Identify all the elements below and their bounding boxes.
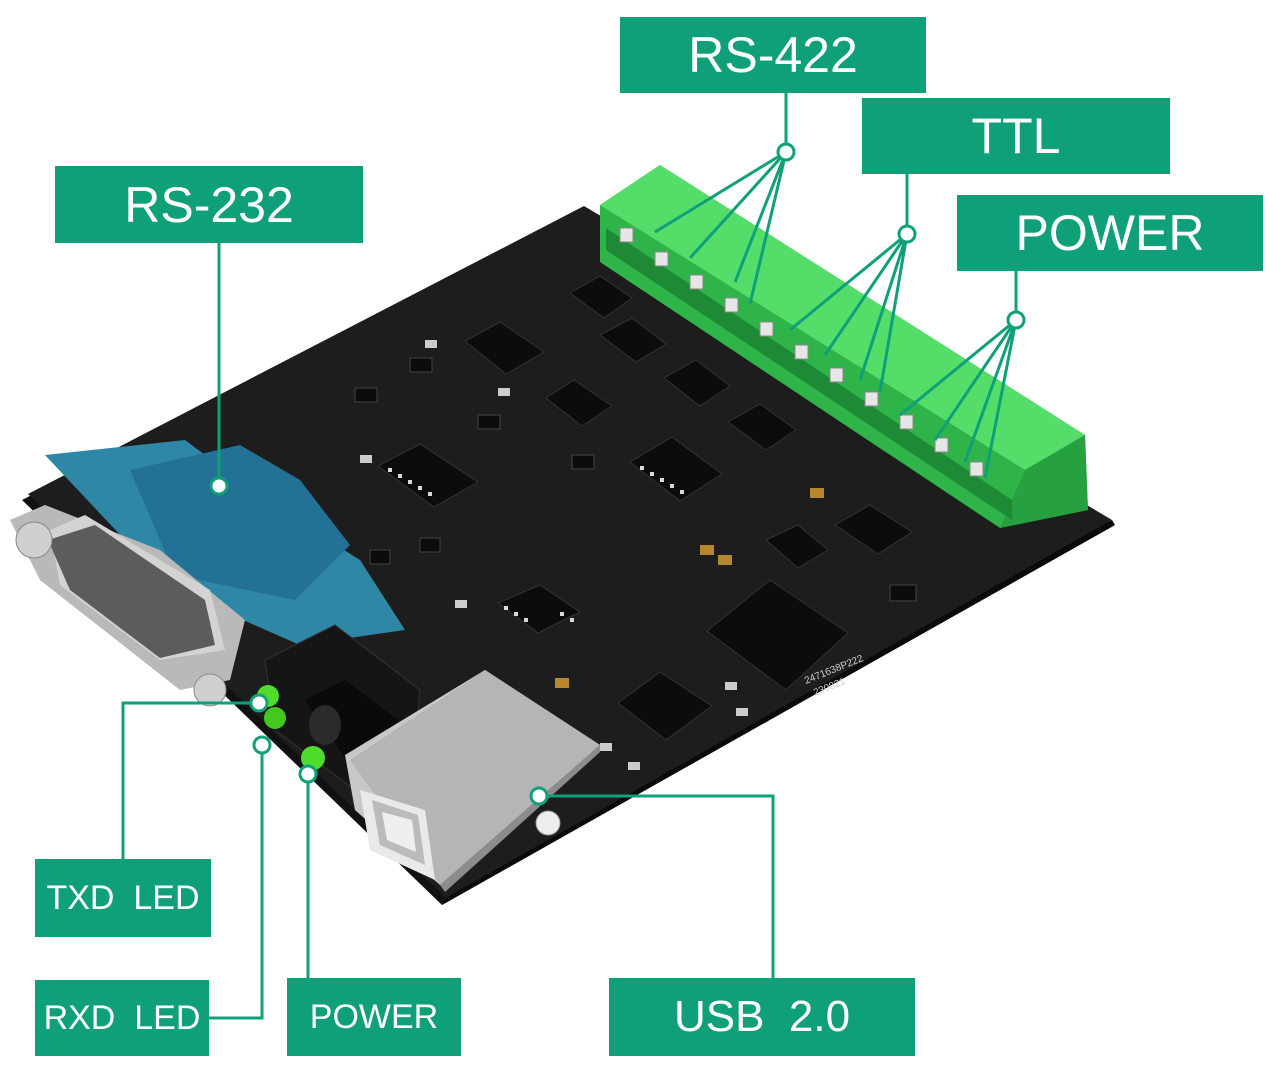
mounting-hole	[535, 810, 561, 836]
rxd-led-label: RXD LED	[35, 980, 209, 1056]
ttl-label: TTL	[862, 98, 1170, 174]
power-led-label-text: POWER	[309, 997, 439, 1036]
rs232-label: RS-232	[55, 166, 363, 243]
led-indicators	[257, 685, 325, 770]
db9-connector	[10, 440, 405, 707]
chip-pins	[388, 466, 684, 622]
terminal-block	[600, 165, 1088, 528]
rs422-label-text: RS-422	[688, 27, 858, 83]
power-terminal-label: POWER	[957, 195, 1263, 271]
ic-chips	[377, 275, 913, 741]
smd-components	[354, 340, 917, 770]
rs422-label: RS-422	[620, 17, 926, 93]
usb-label: USB 2.0	[609, 978, 915, 1056]
power-terminal-label-text: POWER	[1015, 205, 1205, 261]
usb-b-connector	[345, 670, 600, 892]
rs232-label-text: RS-232	[124, 176, 294, 233]
usb-label-text: USB 2.0	[673, 992, 851, 1041]
txd-led-label-text: TXD LED	[46, 878, 200, 917]
rxd-led-label-text: RXD LED	[43, 998, 201, 1037]
txd-led-label: TXD LED	[35, 859, 211, 937]
power-led-label: POWER	[287, 978, 461, 1056]
ttl-label-text: TTL	[971, 108, 1061, 164]
callout-lines	[121, 93, 1018, 1020]
callout-dots	[209, 142, 1026, 806]
terminal-screws	[619, 227, 984, 477]
